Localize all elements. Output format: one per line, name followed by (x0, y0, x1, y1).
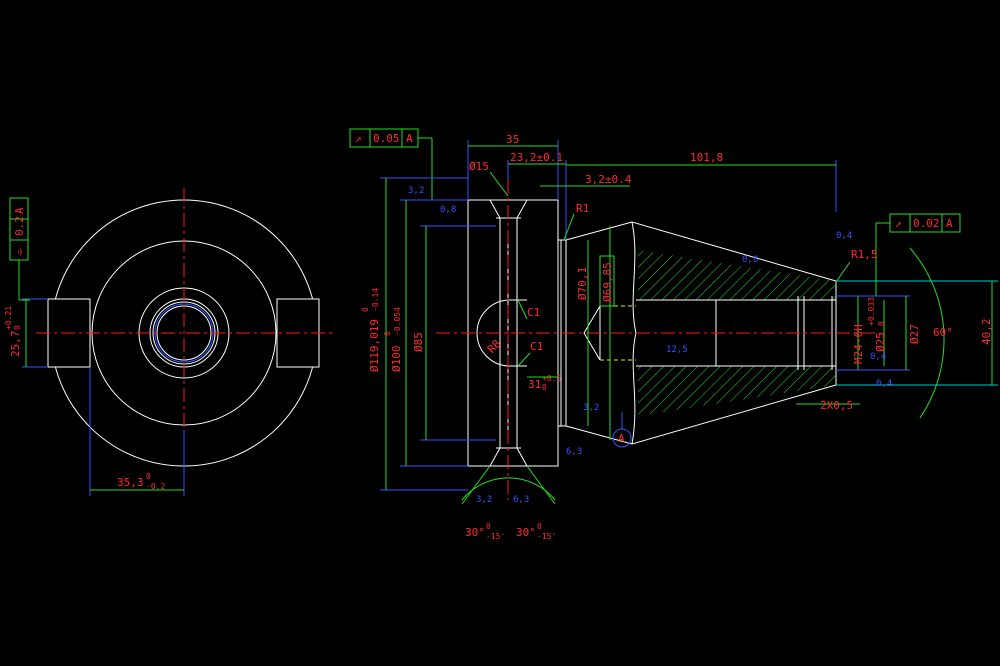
dim-30b-up: 0 (537, 522, 542, 531)
dim-30a-lo: -15' (486, 532, 505, 541)
dim-c1-b: C1 (530, 340, 543, 353)
side-dim-height-up: +0.21 (4, 306, 13, 330)
dim-30b-lo: -15' (537, 532, 556, 541)
dim-30a-up: 0 (486, 522, 491, 531)
dim-31-up: +0.5 (542, 374, 561, 383)
dim-phi100-up: 0 (383, 331, 392, 336)
dim-31: 31 (528, 378, 541, 391)
ra-4: 0,8 (742, 255, 758, 265)
dim-m24: M24-6H (852, 324, 865, 364)
side-dim-height: 25,7 (9, 331, 22, 358)
dim-101-8: 101,8 (690, 151, 723, 164)
dim-phi25-up: +0.033 (867, 297, 876, 326)
side-view: ⌯ 0.2 A 25,7 +0.21 0 35,3 0 -0.2 (4, 188, 332, 496)
ra-6: 0,4 (870, 352, 886, 362)
phi69-85-box (599, 255, 615, 307)
dim-phi27: Ø27 (908, 324, 921, 344)
dim-c1-a: C1 (527, 306, 540, 319)
dim-2x0-5: 2X0,5 (820, 399, 853, 412)
fcf-left-symbol: ↗ (355, 132, 362, 145)
ra-5: 6,3 (566, 447, 582, 457)
hatch-lower (638, 366, 836, 416)
ra-11: 12,5 (666, 345, 688, 355)
dim-23-2: 23,2±0.1 (510, 151, 563, 164)
dim-phi25-lo: 0 (877, 321, 886, 326)
hatch-upper (638, 250, 836, 300)
dim-30a: 30° (465, 526, 485, 539)
dim-phi85: Ø85 (412, 332, 425, 352)
dim-30b: 30° (516, 526, 536, 539)
dim-phi25: Ø25 (874, 332, 887, 352)
dim-3-2: 3,2±0.4 (585, 173, 632, 186)
ra-7: 0,4 (876, 379, 892, 389)
fcf-right-symbol: ↗ (895, 217, 902, 230)
dim-phi119: Ø119,019 (368, 319, 381, 372)
dim-phi70-1: Ø70,1 (576, 267, 589, 300)
dim-phi119-tol: -0.14 (371, 288, 380, 312)
ra-8: 3,2 (476, 495, 492, 505)
ra-2: 0,8 (440, 205, 456, 215)
ra-9: 6,3 (513, 495, 529, 505)
dim-r1: R1 (576, 202, 589, 215)
ra-10: 3,2 (583, 403, 599, 413)
arc-60deg (909, 247, 945, 419)
side-fcf-symbol: ⌯ (13, 247, 26, 256)
side-fcf-datum: A (13, 207, 26, 214)
dim-60: 60° (933, 326, 953, 339)
side-dim-width-up: 0 (146, 472, 151, 481)
fcf-right-datum: A (946, 217, 953, 230)
keyway (476, 299, 527, 367)
dim-r8: R8 (485, 337, 504, 356)
datum-a: A (618, 432, 625, 445)
dim-phi15: Ø15 (469, 160, 489, 173)
dim-35: 35 (506, 133, 519, 146)
dim-phi100-tol: -0.054 (393, 307, 402, 336)
side-dim-width-lo: -0.2 (146, 482, 165, 491)
dim-phi119-up: 0 (361, 307, 370, 312)
ra-1: 3,2 (408, 186, 424, 196)
dim-40-2: 40,2 (980, 319, 993, 346)
fcf-left-tol: 0.05 (373, 132, 400, 145)
side-dim-height-lo: 0 (13, 325, 22, 330)
dim-phi100: Ø100 (390, 346, 403, 373)
fcf-right-tol: 0.02 (913, 217, 940, 230)
roughness-marks: 3,2 0,8 0,4 0,8 6,3 0,4 0,4 3,2 6,3 3,2 … (408, 186, 892, 505)
ra-3: 0,4 (836, 231, 852, 241)
dim-31-lo: 0 (542, 383, 547, 392)
dim-r1-5: R1,5 (851, 248, 878, 261)
side-dim-width: 35,3 (117, 476, 144, 489)
side-fcf-tol: 0.2 (13, 216, 26, 236)
front-view: A ↗ 0.05 A ↗ 0.02 A 35 23,2±0.1 101,8 3 (349, 128, 998, 541)
dim-phi69-85: Ø69,85 (601, 262, 614, 302)
fcf-left-datum: A (406, 132, 413, 145)
